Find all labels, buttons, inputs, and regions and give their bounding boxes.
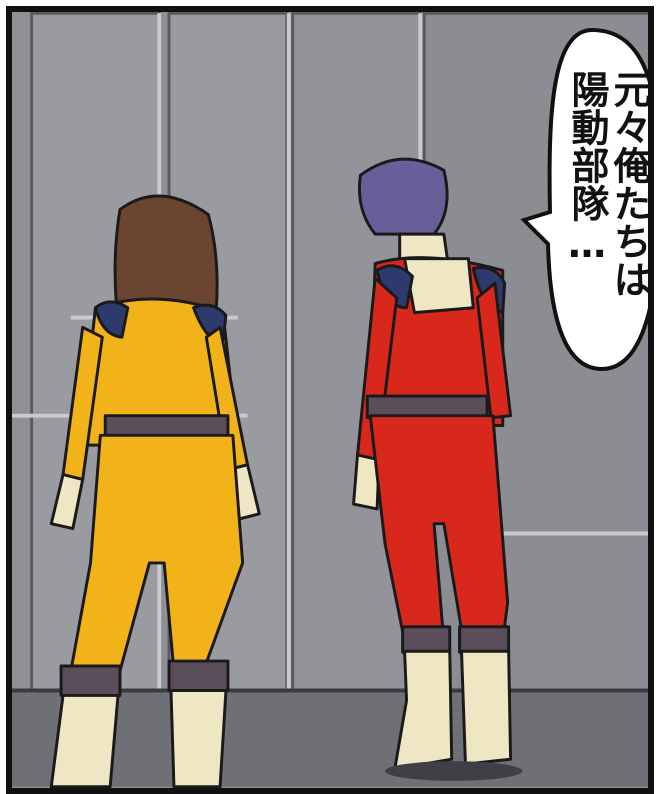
man-red-suit [352,157,523,781]
scene-illustration [12,12,648,788]
comic-panel [6,6,654,794]
speech-bubble [520,27,648,372]
speech-line-2: 陽動部隊… [565,70,609,266]
woman-yellow-suit [49,194,261,788]
speech-line-1: 元々俺たちは [607,70,651,298]
speech-bubble-text: 元々俺たちは 陽動部隊… [560,70,651,350]
